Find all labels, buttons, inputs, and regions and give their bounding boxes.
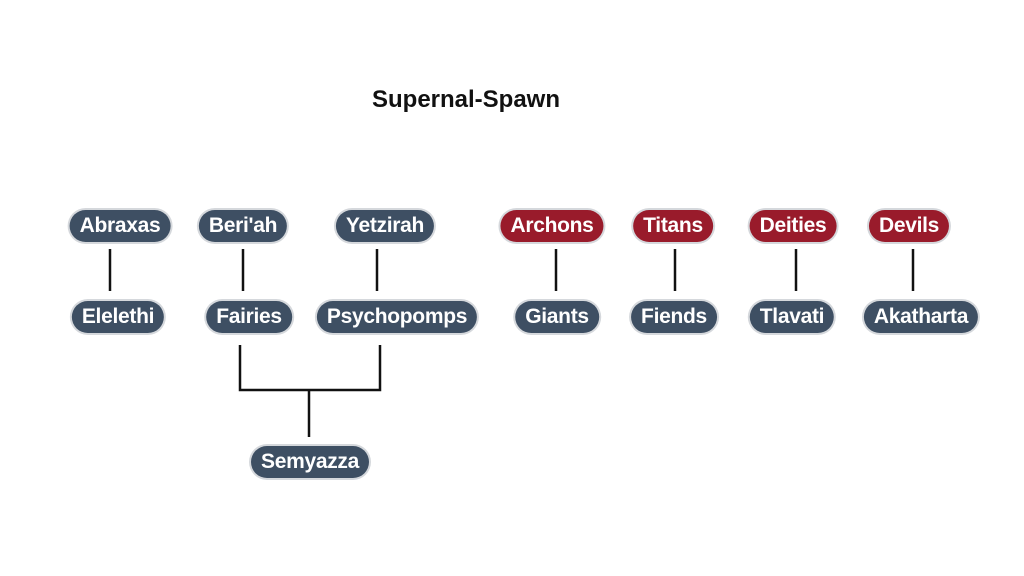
node-yetzirah: Yetzirah [335, 210, 435, 242]
node-akatharta: Akatharta [863, 301, 979, 333]
node-tlavati: Tlavati [749, 301, 835, 333]
node-elelethi: Elelethi [71, 301, 165, 333]
node-devils: Devils [868, 210, 950, 242]
node-fiends: Fiends [631, 301, 717, 333]
node-archons: Archons [500, 210, 604, 242]
node-deities: Deities [749, 210, 837, 242]
node-fairies: Fairies [206, 301, 292, 333]
node-titans: Titans [633, 210, 713, 242]
node-beriah: Beri'ah [198, 210, 288, 242]
node-psychopomps: Psychopomps [316, 301, 478, 333]
node-abraxas: Abraxas [69, 210, 171, 242]
node-semyazza: Semyazza [251, 446, 369, 478]
connector-bracket-semyazza [238, 345, 382, 392]
diagram-title: Supernal-Spawn [371, 86, 561, 113]
node-giants: Giants [515, 301, 599, 333]
